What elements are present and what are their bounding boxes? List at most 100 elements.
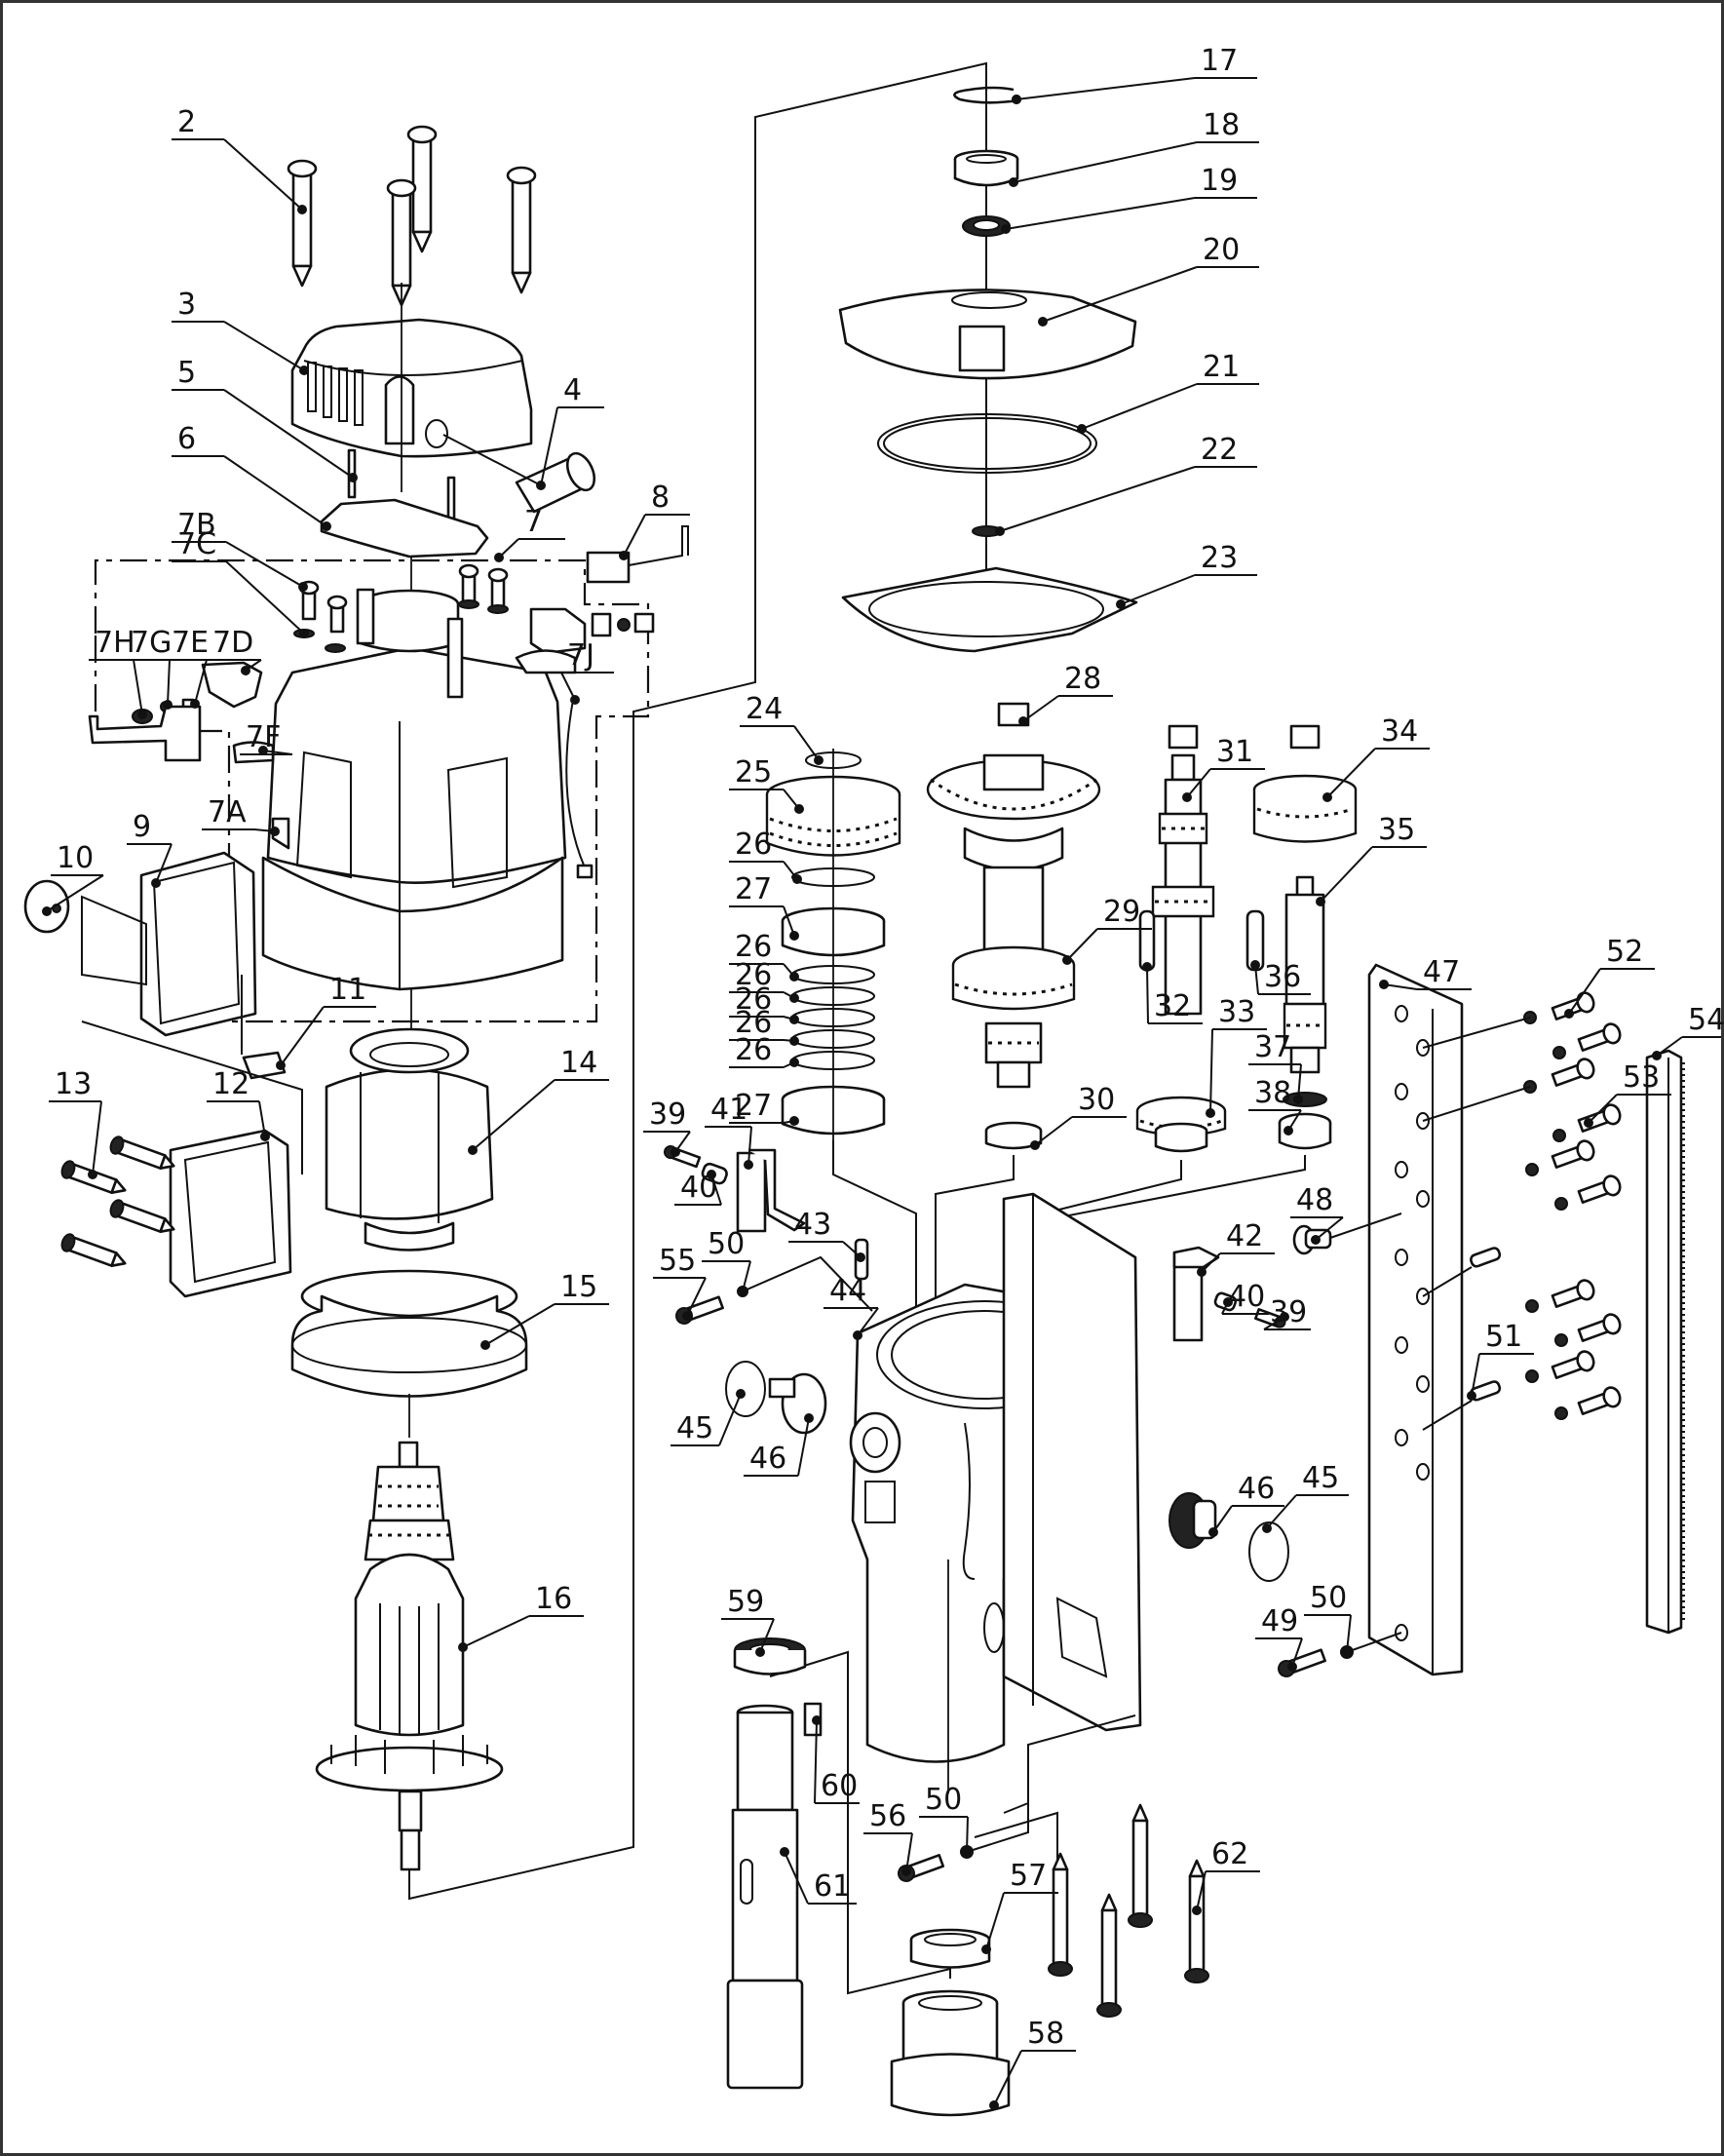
leader-line: [472, 1079, 556, 1151]
leader-line: [1005, 197, 1196, 230]
leader-dot: [468, 1145, 478, 1155]
callout-number: 51: [1485, 1320, 1522, 1354]
leader-dot: [962, 1847, 972, 1857]
leader-dot: [1467, 1391, 1476, 1401]
callout-number: 3: [177, 288, 196, 322]
leader-dot: [707, 1170, 716, 1179]
leader-dot: [1062, 955, 1072, 965]
callout-26: 26: [729, 930, 799, 982]
callout-46: 46: [1208, 1472, 1284, 1537]
callout-number: 24: [746, 692, 783, 726]
callout-52: 52: [1564, 935, 1655, 1019]
leader-dot: [297, 205, 307, 214]
callout-34: 34: [1322, 714, 1430, 802]
intermediate-shaft-29-part: [926, 702, 1101, 1345]
leader-dot: [682, 1311, 692, 1321]
leader-line: [194, 659, 208, 705]
callout-38: 38: [1248, 1076, 1302, 1136]
callout-number: 11: [329, 973, 366, 1007]
leader-dot: [298, 582, 308, 592]
leader-dot: [1012, 95, 1021, 104]
leader-line: [999, 466, 1196, 532]
leader-dot: [1342, 1647, 1352, 1657]
leader-line: [1291, 1637, 1303, 1668]
leader-dot: [1316, 897, 1325, 906]
leader-dot: [1018, 716, 1028, 726]
callout-number: 7E: [172, 626, 209, 660]
callout-number: 38: [1254, 1076, 1291, 1110]
screw-13-part: [60, 1136, 175, 1267]
leader-dot: [804, 1413, 814, 1423]
callout-43: 43: [788, 1208, 865, 1262]
leader-line: [1146, 966, 1149, 1024]
callout-7E: 7E: [166, 626, 209, 709]
armature-16-part: [315, 1441, 504, 1871]
baffle-15-part: [290, 1269, 528, 1438]
leader-line: [686, 1277, 707, 1317]
leader-line: [1081, 383, 1198, 430]
callout-42: 42: [1197, 1219, 1275, 1277]
leader-dot: [755, 1647, 765, 1657]
callout-number: 62: [1211, 1837, 1248, 1871]
bush-58-part: [769, 1650, 1011, 2117]
leader-dot: [1322, 792, 1332, 802]
gasket-23-part: [841, 566, 1138, 653]
callout-number: 37: [1254, 1030, 1291, 1064]
callout-number: 23: [1201, 541, 1238, 575]
callout-33: 33: [1206, 995, 1267, 1118]
callout-22: 22: [995, 433, 1257, 536]
leader-dot: [989, 2100, 999, 2110]
callout-45: 45: [670, 1389, 746, 1446]
callout-24: 24: [740, 692, 824, 765]
leader-dot: [1077, 424, 1087, 434]
clip-11-part: [241, 975, 287, 1080]
callout-number: 4: [563, 373, 582, 407]
callout-number: 2: [177, 105, 196, 139]
leader-line: [1013, 141, 1198, 183]
callout-number: 6: [177, 422, 196, 456]
leader-dot: [1142, 962, 1152, 972]
bearing-18-part: [953, 149, 1019, 187]
o-ring-21-part: [877, 413, 1097, 474]
callout-27: 27: [729, 872, 799, 941]
callout-58: 58: [989, 2017, 1076, 2110]
leader-line: [1254, 964, 1259, 995]
leader-dot: [794, 804, 804, 814]
callout-56: 56: [863, 1799, 913, 1876]
screws-52-53-part: [1422, 991, 1622, 1420]
leader-dot: [1280, 1312, 1289, 1322]
callout-number: 36: [1264, 960, 1301, 994]
leader-line: [225, 560, 305, 635]
callout-number: 21: [1203, 350, 1240, 384]
gear-stack-left-part: [765, 749, 917, 1355]
leader-dot: [163, 700, 172, 710]
callout-12: 12: [207, 1067, 270, 1141]
leader-dot: [780, 1847, 789, 1857]
leader-line: [223, 455, 327, 527]
leader-line: [1120, 574, 1196, 605]
screws-62-part: [1048, 1803, 1209, 2018]
leader-line: [1320, 846, 1373, 903]
leader-dot: [1283, 1126, 1293, 1136]
callout-number: 50: [708, 1227, 745, 1261]
leader-line: [966, 1816, 969, 1853]
leader-line: [783, 905, 795, 937]
callout-number: 7G: [131, 626, 172, 660]
leader-dot: [42, 906, 52, 916]
callout-number: 13: [55, 1067, 92, 1101]
leader-line: [1186, 768, 1211, 798]
callout-41: 41: [705, 1093, 753, 1170]
circlip-17-part: [953, 86, 1021, 104]
callout-10: 10: [42, 841, 104, 916]
leader-dot: [1009, 177, 1018, 187]
callout-55: 55: [653, 1244, 707, 1321]
shaft-31-part: [1003, 724, 1227, 1345]
callout-21: 21: [1077, 350, 1259, 434]
leader-line: [623, 514, 646, 557]
leader-line: [1015, 77, 1196, 100]
leader-line: [155, 843, 172, 884]
callout-number: 17: [1201, 44, 1238, 78]
callout-26: 26: [729, 828, 802, 884]
callout-number: 54: [1688, 1003, 1724, 1037]
leader-dot: [1250, 960, 1260, 970]
